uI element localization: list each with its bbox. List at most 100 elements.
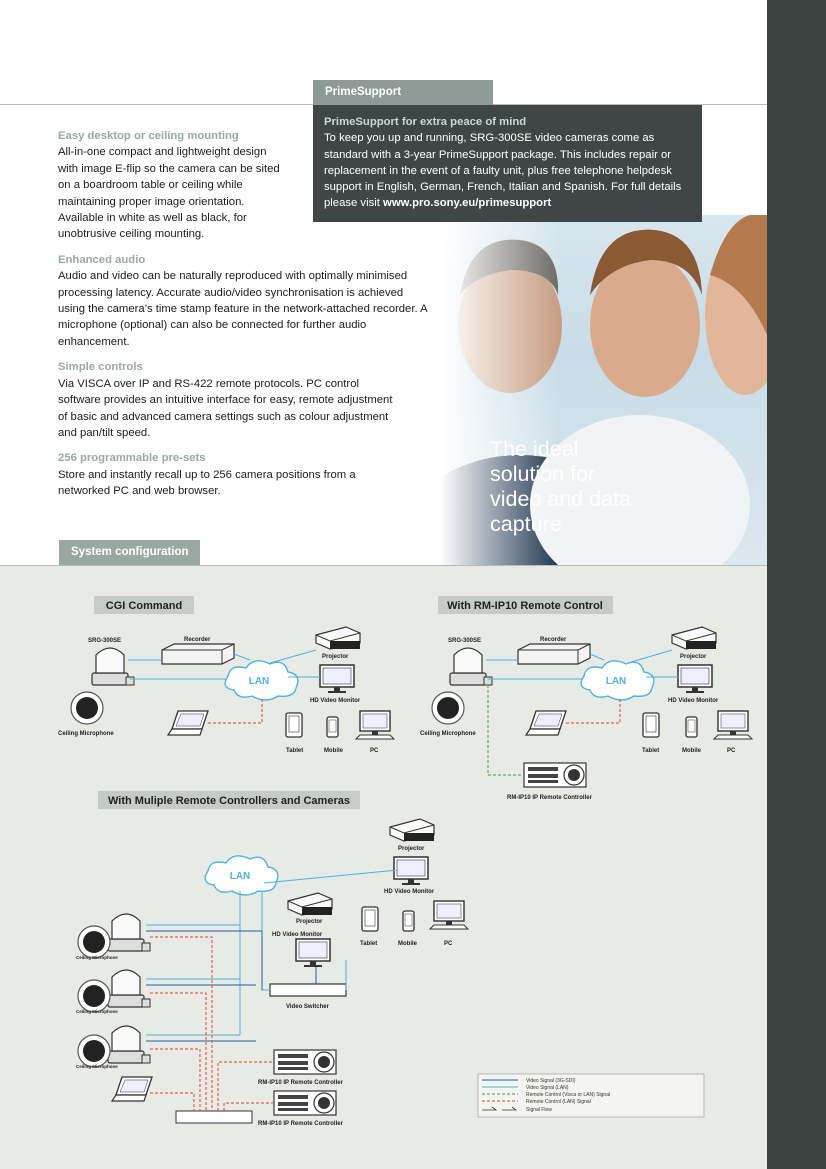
remote-controller-label: RM-IP10 IP Remote Controller xyxy=(258,1121,344,1127)
microphone-label: Ceiling Microphone xyxy=(420,731,476,737)
microphone-icon xyxy=(77,1034,111,1068)
photo-fade xyxy=(440,215,560,565)
tablet-label: Tablet xyxy=(360,941,377,947)
remote-controller-icon xyxy=(273,1049,337,1075)
cgi-diagram: CGI Command SRG-300SE Recorder Projector… xyxy=(58,596,395,754)
projector-label: Projector xyxy=(296,919,323,925)
microphone-icon xyxy=(70,691,104,725)
camera-label: SRG-300SE xyxy=(88,638,121,644)
lan-label: LAN xyxy=(249,676,270,687)
projector-icon xyxy=(315,626,361,650)
system-diagram: CGI Command SRG-300SE Recorder Projector… xyxy=(58,596,753,1127)
feature-title: Easy desktop or ceiling mounting xyxy=(58,130,239,142)
recorder-icon xyxy=(161,643,235,665)
feature-title: Simple controls xyxy=(58,361,143,374)
feature-body: Store and instantly recall up to 256 cam… xyxy=(58,468,356,498)
projector-icon xyxy=(389,818,435,842)
pc-icon xyxy=(713,710,753,740)
mobile-icon xyxy=(402,910,415,932)
lan-label: LAN xyxy=(230,871,251,882)
camera-icon xyxy=(91,647,135,686)
camera-icon xyxy=(107,969,151,1008)
pc-icon xyxy=(429,900,469,930)
lan-label: LAN xyxy=(606,676,627,687)
tablet-icon xyxy=(285,712,303,738)
primesupport-box: PrimeSupport for extra peace of mind To … xyxy=(313,105,702,222)
legend-label: Remote Control (LAN) Signal xyxy=(526,1099,591,1105)
primesupport-link[interactable]: www.pro.sony.eu/primesupport xyxy=(383,197,552,210)
laptop-icon xyxy=(167,710,209,736)
remote-controller-label: RM-IP10 IP Remote Controller xyxy=(507,795,593,801)
video-switcher-label: Video Switcher xyxy=(286,1004,330,1010)
projector-icon xyxy=(671,626,717,650)
pc-label: PC xyxy=(444,941,453,947)
monitor-icon xyxy=(393,856,429,886)
tablet-icon xyxy=(642,712,660,738)
camera-icon xyxy=(449,647,493,686)
microphone-icon xyxy=(77,979,111,1013)
monitor-icon xyxy=(295,938,331,968)
remote-controller-label: RM-IP10 IP Remote Controller xyxy=(258,1080,344,1086)
projector-label: Projector xyxy=(680,654,707,660)
microphone-icon xyxy=(77,925,111,959)
microphone-label: Ceiling Microphone xyxy=(76,955,118,960)
rm-diagram: With RM-IP10 Remote Control SRG-300SE Re… xyxy=(420,596,753,801)
mobile-label: Mobile xyxy=(398,941,418,947)
monitor-label: HD Video Monitor xyxy=(668,698,719,704)
legend-label: Signal Flow xyxy=(526,1107,552,1113)
tablet-label: Tablet xyxy=(642,748,659,754)
camera-icon xyxy=(107,1025,151,1064)
feature-title: 256 programmable pre-sets xyxy=(58,452,206,465)
projector-icon xyxy=(287,892,333,916)
recorder-label: Recorder xyxy=(184,637,211,643)
monitor-label: HD Video Monitor xyxy=(384,889,435,895)
multi-title: With Muliple Remote Controllers and Came… xyxy=(108,795,350,807)
monitor-label: HD Video Monitor xyxy=(272,932,323,938)
legend: Video Signal (3G-SDI) Video Signal (LAN)… xyxy=(477,1073,705,1118)
remote-controller-icon xyxy=(273,1090,337,1116)
monitor-label: HD Video Monitor xyxy=(310,698,361,704)
rm-title-box xyxy=(438,596,613,614)
sidebar-band xyxy=(767,0,826,1169)
tagline: The ideal solution for video and data ca… xyxy=(490,437,632,536)
pc-label: PC xyxy=(370,748,379,754)
feature-body: All-in-one compact and lightweight desig… xyxy=(58,146,280,241)
hub-icon xyxy=(175,1110,253,1124)
mobile-icon xyxy=(326,716,339,738)
laptop-icon xyxy=(525,710,567,736)
video-switcher-icon xyxy=(269,983,347,997)
recorder-icon xyxy=(517,643,591,665)
microphone-label: Ceiling Microphone xyxy=(76,1009,118,1014)
monitor-icon xyxy=(319,664,355,694)
mobile-label: Mobile xyxy=(682,748,702,754)
cgi-title-box xyxy=(94,596,194,614)
tablet-label: Tablet xyxy=(286,748,303,754)
mobile-label: Mobile xyxy=(324,748,344,754)
monitor-icon xyxy=(677,664,713,694)
legend-label: Video Signal (LAN) xyxy=(526,1085,569,1091)
mobile-icon xyxy=(685,716,698,738)
tablet-icon xyxy=(361,906,379,932)
camera-icon xyxy=(107,913,151,952)
pc-label: PC xyxy=(727,748,736,754)
rm-title: With RM-IP10 Remote Control xyxy=(447,600,603,612)
multi-title-box xyxy=(98,791,360,809)
legend-label: Video Signal (3G-SDI) xyxy=(526,1078,576,1084)
multi-diagram: With Muliple Remote Controllers and Came… xyxy=(76,791,469,1127)
feature-title: Enhanced audio xyxy=(58,253,146,266)
primesupport-heading: PrimeSupport for extra peace of mind xyxy=(324,116,527,128)
legend-label: Remote Control (Visca or LAN) Signal xyxy=(526,1092,610,1098)
laptop-icon xyxy=(111,1076,153,1102)
microphone-label: Ceiling Microphone xyxy=(58,731,114,737)
microphone-label: Ceiling Microphone xyxy=(76,1064,118,1069)
cgi-title: CGI Command xyxy=(106,600,182,612)
pc-icon xyxy=(355,710,395,740)
projector-label: Projector xyxy=(398,846,425,852)
primesupport-tab: PrimeSupport xyxy=(313,80,493,105)
microphone-icon xyxy=(431,691,465,725)
primesupport-body: To keep you up and running, SRG-300SE vi… xyxy=(324,132,682,210)
remote-controller-icon xyxy=(523,762,587,788)
system-configuration-tab: System configuration xyxy=(59,540,200,565)
feature-body: Audio and video can be naturally reprodu… xyxy=(58,270,428,348)
feature-list: Easy desktop or ceiling mounting All-in-… xyxy=(58,128,438,500)
